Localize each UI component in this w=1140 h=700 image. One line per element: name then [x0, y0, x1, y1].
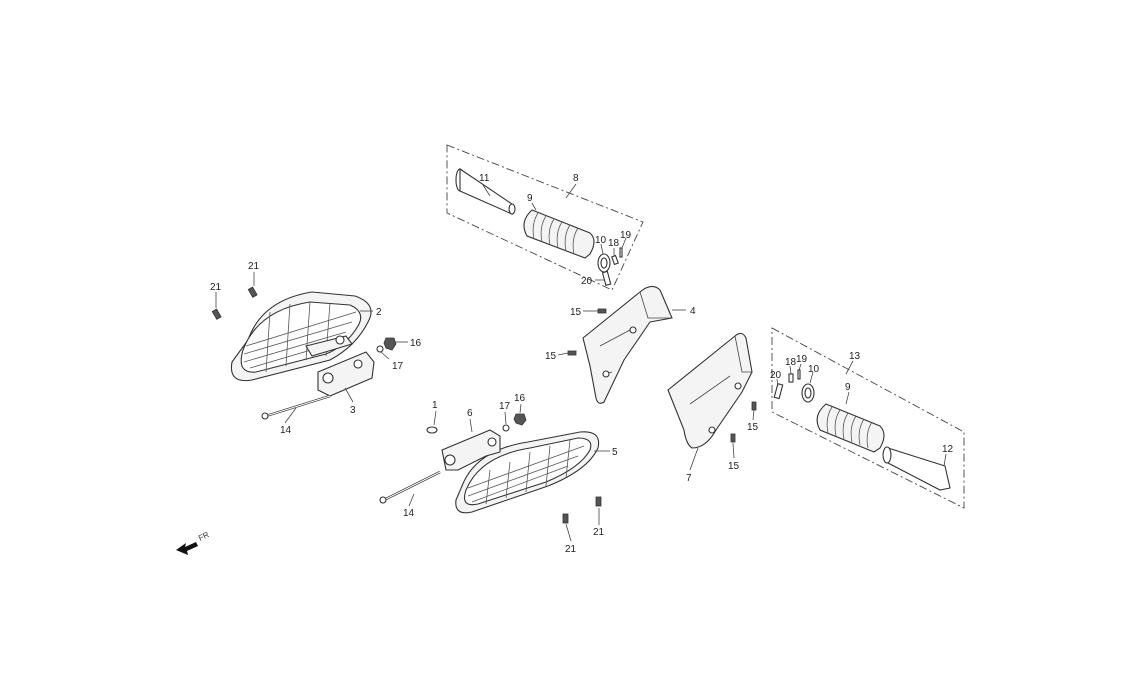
callout-11: 11: [479, 173, 490, 184]
peg-assembly-left-group: [446, 144, 644, 291]
bracket-7: [667, 332, 753, 449]
callout-15a: 15: [570, 307, 582, 318]
callout-18a: 18: [608, 238, 620, 249]
callout-16a: 16: [410, 338, 422, 349]
washer-1: [426, 426, 438, 434]
callout-14b: 14: [403, 508, 415, 519]
callout-13: 13: [849, 351, 861, 362]
callout-21c: 21: [565, 544, 577, 555]
cotter-19: [619, 247, 623, 258]
callout-1: 1: [432, 400, 438, 411]
bolt-14a: [261, 394, 331, 420]
callout-3: 3: [350, 405, 356, 416]
callout-21b: 21: [248, 261, 260, 272]
callout-21d: 21: [593, 527, 605, 538]
bracket-4: [582, 285, 673, 404]
foot-peg-rubber-9: [523, 209, 595, 259]
cotter-19b: [797, 369, 801, 380]
callout-19b: 19: [796, 354, 808, 365]
pin-20b: [773, 383, 784, 400]
callout-2: 2: [376, 307, 382, 318]
callout-18b: 18: [785, 357, 797, 368]
callout-14a: 14: [280, 425, 292, 436]
callout-7: 7: [686, 473, 692, 484]
direction-label: FR: [197, 530, 211, 543]
callout-16b: 16: [514, 393, 526, 404]
callout-labels: 1 2 3 4 5 6 7 8 9 9 10 10 11 12 13 14 14…: [210, 173, 954, 555]
bracket-6: [426, 426, 501, 471]
callout-6: 6: [467, 408, 473, 419]
callout-15c: 15: [747, 422, 759, 433]
callout-20a: 20: [581, 276, 593, 287]
callout-12: 12: [942, 444, 954, 455]
bracket-3: [305, 335, 375, 397]
callout-10b: 10: [808, 364, 820, 375]
clip-18b: [788, 373, 794, 383]
callout-8: 8: [573, 173, 579, 184]
callout-19a: 19: [620, 230, 632, 241]
bolt-14b: [379, 470, 441, 504]
callout-17a: 17: [392, 361, 404, 372]
floorboard-2: [230, 291, 372, 382]
pin-20: [601, 270, 612, 286]
callout-17b: 17: [499, 401, 511, 412]
peg-bracket-12: [882, 446, 951, 491]
callout-15d: 15: [728, 461, 740, 472]
callout-20b: 20: [770, 370, 782, 381]
front-direction-arrow-icon: FR: [176, 530, 211, 555]
callout-5: 5: [612, 447, 618, 458]
peg-assembly-right-group: [771, 327, 965, 509]
clip-18: [611, 254, 619, 266]
leader-lines: [215, 183, 947, 542]
peg-bracket-11: [455, 167, 516, 215]
callout-9b: 9: [845, 382, 851, 393]
callout-10a: 10: [595, 235, 607, 246]
callout-4: 4: [690, 306, 696, 317]
callout-21a: 21: [210, 282, 222, 293]
callout-9a: 9: [527, 193, 533, 204]
callout-15b: 15: [545, 351, 557, 362]
foot-peg-rubber-9b: [816, 403, 885, 453]
